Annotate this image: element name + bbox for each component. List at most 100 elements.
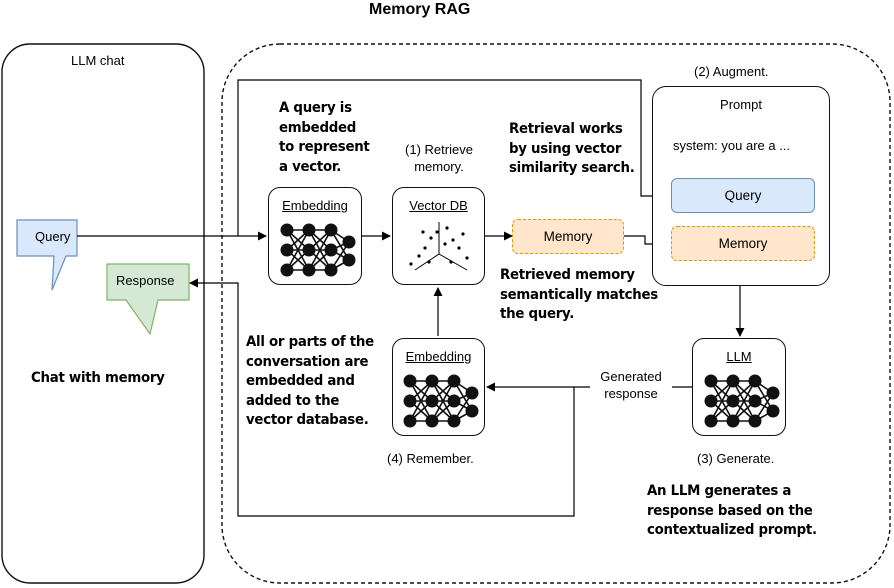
nn-node bbox=[302, 243, 316, 257]
note-line: vector database. bbox=[246, 412, 369, 428]
nn-edge bbox=[431, 380, 455, 422]
note-line: A query is bbox=[279, 100, 352, 116]
query-bubble-label: Query bbox=[35, 229, 71, 244]
nn-node bbox=[704, 394, 718, 408]
embedding-node-top: Embedding bbox=[268, 187, 362, 285]
embedding-node-bottom: Embedding bbox=[392, 338, 485, 436]
prompt-query-pill: Query bbox=[671, 178, 815, 213]
neural-network-icon bbox=[280, 223, 356, 277]
nn-edge bbox=[308, 229, 332, 271]
nn-node bbox=[465, 404, 479, 418]
nn-node bbox=[280, 223, 294, 237]
embedding-bottom-title: Embedding bbox=[405, 349, 472, 364]
note-llm-generates: An LLM generates a response based on the… bbox=[647, 482, 817, 541]
note-line: Retrieved memory bbox=[500, 267, 635, 283]
chat-with-memory-caption: Chat with memory bbox=[31, 370, 165, 386]
nn-node bbox=[324, 263, 338, 277]
nn-edge bbox=[286, 229, 310, 271]
retrieved-memory-pill: Memory bbox=[512, 219, 624, 254]
neural-network-icon bbox=[403, 374, 479, 428]
nn-node bbox=[342, 253, 356, 267]
note-line: the query. bbox=[500, 306, 575, 322]
step-retrieve-line1: (1) Retrieve bbox=[405, 142, 473, 157]
step-remember-label: (4) Remember. bbox=[387, 451, 474, 466]
nn-node bbox=[302, 263, 316, 277]
nn-node bbox=[425, 394, 439, 408]
nn-node bbox=[403, 414, 417, 428]
note-line: conversation are bbox=[246, 353, 369, 370]
nn-node bbox=[425, 414, 439, 428]
note-line: embedded and bbox=[246, 373, 355, 389]
step-generate-label: (3) Generate. bbox=[697, 451, 775, 466]
nn-node bbox=[302, 223, 316, 237]
generated-response-line1: Generated bbox=[600, 369, 662, 384]
nn-node bbox=[748, 394, 762, 408]
nn-node bbox=[726, 374, 740, 388]
note-query-embedded: A query is embedded to represent a vecto… bbox=[279, 99, 370, 177]
llm-chat-title: LLM chat bbox=[71, 53, 125, 68]
response-bubble[interactable] bbox=[106, 263, 190, 336]
response-bubble-label: Response bbox=[116, 273, 175, 288]
nn-node bbox=[748, 374, 762, 388]
prompt-memory-label: Memory bbox=[718, 236, 768, 251]
nn-node bbox=[447, 374, 461, 388]
query-to-prompt-arrow bbox=[237, 79, 670, 236]
note-retrieved-memory: Retrieved memory semantically matches th… bbox=[500, 266, 658, 325]
diagram-title: Memory RAG bbox=[369, 1, 471, 18]
nn-node bbox=[726, 414, 740, 428]
note-line: All or parts of the bbox=[246, 334, 374, 350]
prompt-memory-pill: Memory bbox=[671, 226, 815, 261]
note-line: response based on the bbox=[647, 502, 813, 519]
nn-node bbox=[280, 263, 294, 277]
retrieved-memory-label: Memory bbox=[543, 229, 593, 244]
note-line: a vector. bbox=[279, 158, 342, 175]
query-bubble[interactable] bbox=[16, 219, 78, 291]
nn-edge bbox=[409, 380, 433, 422]
note-line: contextualized prompt. bbox=[647, 522, 817, 538]
note-line: Retrieval works bbox=[509, 121, 623, 137]
nn-edge bbox=[710, 380, 734, 422]
note-retrieval: Retrieval works by using vector similari… bbox=[509, 120, 635, 179]
nn-node bbox=[447, 394, 461, 408]
step-augment-label: (2) Augment. bbox=[694, 64, 769, 79]
step-retrieve-line2: memory. bbox=[414, 159, 464, 174]
nn-node bbox=[748, 414, 762, 428]
vector-db-node: Vector DB bbox=[392, 187, 485, 285]
nn-node bbox=[766, 386, 780, 400]
generated-response-line2: response bbox=[604, 386, 658, 401]
nn-node bbox=[403, 394, 417, 408]
nn-node bbox=[280, 243, 294, 257]
vector-db-title: Vector DB bbox=[409, 198, 468, 213]
note-line: similarity search. bbox=[509, 160, 635, 176]
response-return-arrow bbox=[189, 278, 575, 517]
nn-node bbox=[726, 394, 740, 408]
note-line: by using vector bbox=[509, 140, 622, 157]
llm-chat-panel bbox=[1, 43, 205, 584]
llm-title: LLM bbox=[726, 349, 752, 364]
step-retrieve-label: (1) Retrieve memory. bbox=[396, 141, 482, 175]
note-line: embedded bbox=[279, 119, 357, 136]
nn-node bbox=[465, 386, 479, 400]
nn-node bbox=[324, 223, 338, 237]
scatter-vector-icon bbox=[409, 222, 469, 271]
prompt-system-text: system: you are a ... bbox=[673, 138, 791, 153]
nn-edge bbox=[732, 380, 756, 422]
nn-node bbox=[324, 243, 338, 257]
nn-node bbox=[403, 374, 417, 388]
note-line: An LLM generates a bbox=[647, 483, 792, 499]
prompt-title: Prompt bbox=[720, 97, 762, 112]
llm-node: LLM bbox=[692, 338, 786, 436]
memory-rag-container bbox=[221, 43, 891, 584]
nn-node bbox=[447, 414, 461, 428]
embedding-title: Embedding bbox=[282, 198, 348, 213]
nn-node bbox=[766, 404, 780, 418]
note-line: semantically matches bbox=[500, 286, 658, 303]
prompt-query-label: Query bbox=[724, 188, 762, 203]
nn-node bbox=[425, 374, 439, 388]
note-line: to represent bbox=[279, 139, 370, 155]
generated-response-label: Generated response bbox=[592, 368, 670, 402]
nn-node bbox=[342, 235, 356, 249]
nn-node bbox=[704, 374, 718, 388]
note-line: added to the bbox=[246, 392, 340, 409]
